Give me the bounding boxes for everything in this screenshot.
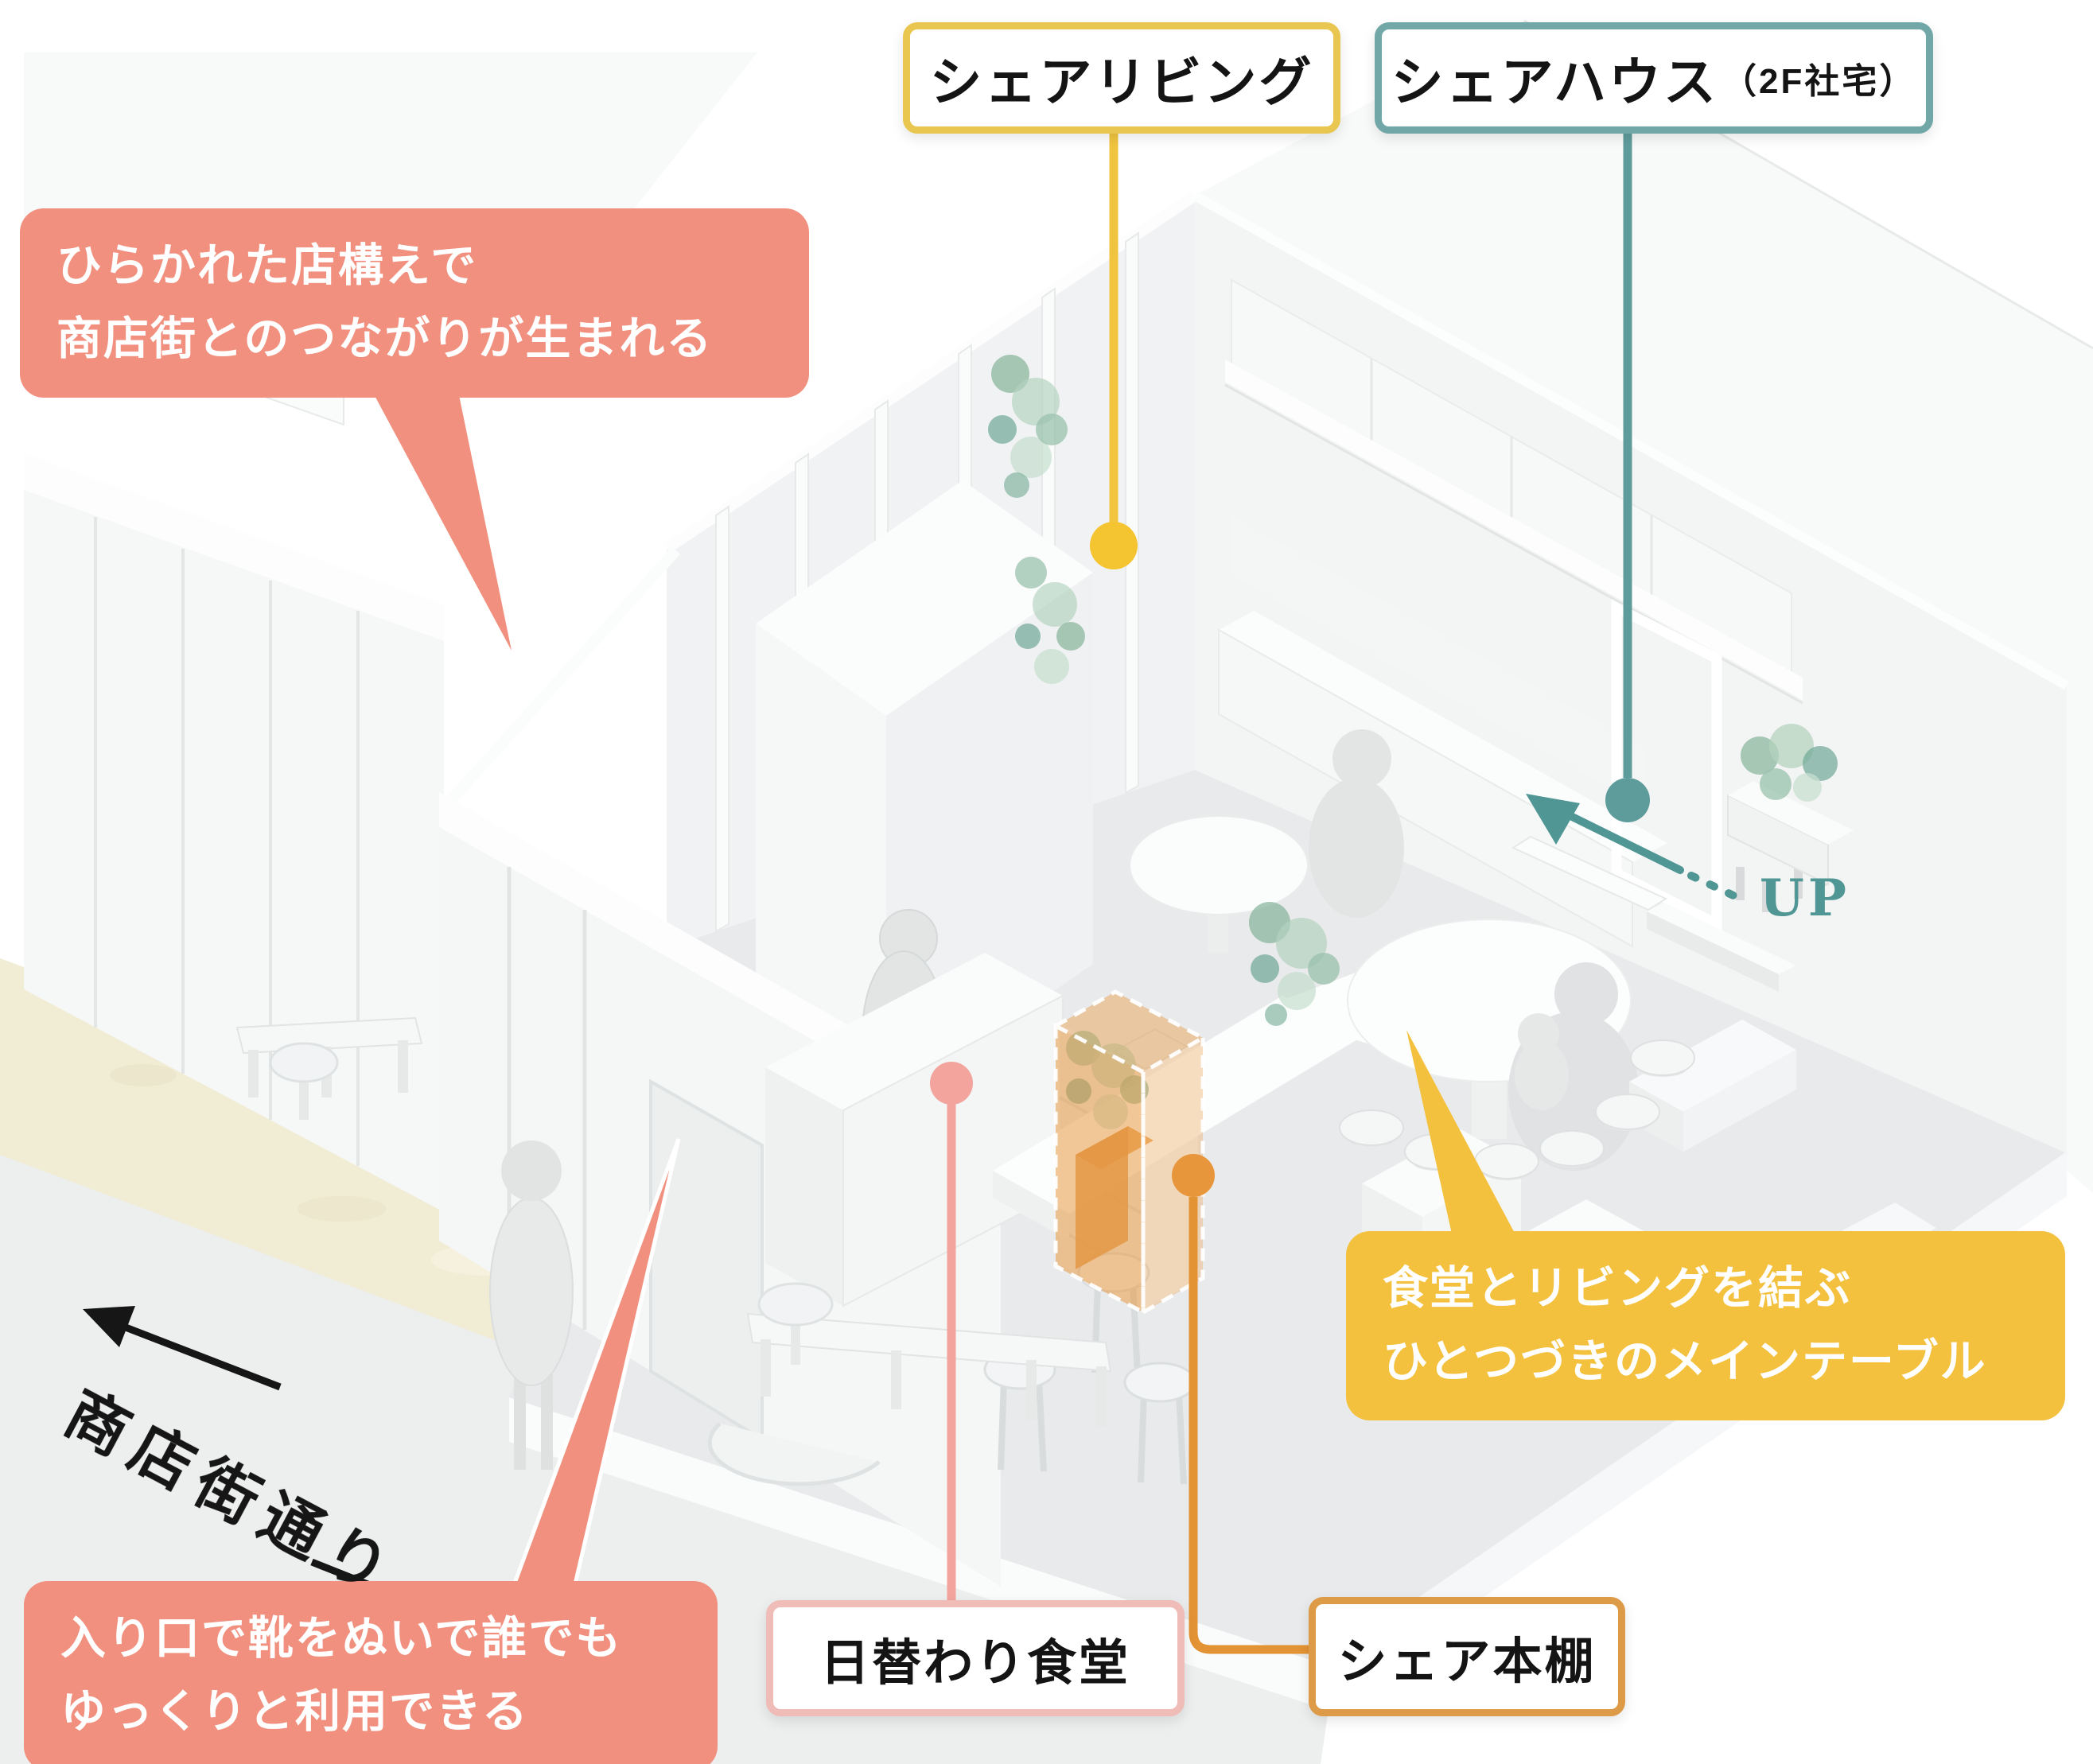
leader-share-bookshelf (1172, 1154, 1311, 1654)
label-share-house: シェアハウス （2F社宅） (1375, 22, 1933, 134)
leader-share-living (1090, 119, 1138, 569)
leader-dot (1172, 1154, 1215, 1197)
callout-storefront-line2: 商店街とのつながりが生まれる (56, 313, 714, 364)
interior-cube-room (756, 480, 1093, 1107)
leader-dot (930, 1062, 973, 1105)
label-daily-diner: 日替わり食堂 (766, 1600, 1185, 1716)
label-share-house-suffix: （2F社宅） (1721, 62, 1917, 101)
share-bookshelf-highlight (1051, 989, 1208, 1316)
label-share-living: シェアリビング (903, 22, 1340, 134)
label-share-bookshelf: シェア本棚 (1309, 1597, 1625, 1716)
callout-main-table: 食堂とリビングを結ぶ ひとつづきのメインテーブル (1346, 1231, 2065, 1420)
callout-main-table-line1: 食堂とリビングを結ぶ (1383, 1263, 1852, 1315)
leader-share-house (1605, 119, 1650, 822)
pedestrian-figure (489, 1140, 574, 1470)
callout-entrance-line1: 入り口で靴をぬいで誰でも (60, 1613, 623, 1665)
leader-daily-diner (930, 1062, 973, 1603)
main-table (993, 729, 1632, 1241)
up-arrow-icon (1526, 794, 1751, 906)
label-daily-diner-text: 日替わり食堂 (819, 1636, 1130, 1691)
callout-entrance: 入り口で靴をぬいで誰でも ゆっくりと利用できる (24, 1581, 718, 1764)
leader-dot (1605, 778, 1650, 822)
sidewalk-benches (235, 1016, 1112, 1427)
callout-main-table-line2: ひとつづきのメインテーブル (1383, 1336, 1987, 1387)
mother-and-child (1508, 962, 1639, 1171)
label-share-living-text: シェアリビング (929, 52, 1314, 111)
stairs (1511, 835, 1796, 992)
leader-dot (1090, 522, 1138, 569)
callout-entrance-line2: ゆっくりと利用できる (60, 1686, 529, 1737)
up-label: UP (1760, 868, 1850, 928)
callout-storefront: ひらかれた店構えで 商店街とのつながりが生まれる (20, 208, 809, 398)
planter (1727, 781, 1854, 912)
label-share-house-text: シェアハウス (1391, 52, 1718, 111)
label-share-bookshelf-text: シェア本棚 (1337, 1634, 1597, 1689)
kitchen-area (765, 909, 1064, 1307)
callout-storefront-line1: ひらかれた店構えで (56, 240, 478, 292)
